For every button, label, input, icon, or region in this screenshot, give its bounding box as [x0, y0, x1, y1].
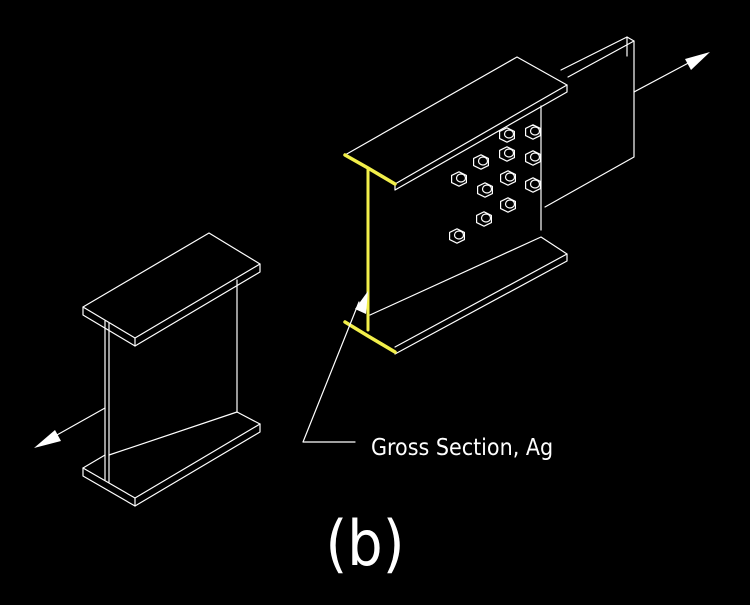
bolt-head — [524, 124, 542, 140]
left-tension-arrow — [34, 407, 106, 448]
splice-plate — [544, 36, 635, 208]
gross-section-highlight — [343, 153, 397, 354]
right-beam-bottom-flange — [369, 236, 568, 355]
left-beam-top-flange — [82, 232, 261, 347]
bolt-head — [499, 146, 516, 162]
gross-section-leader — [302, 291, 368, 443]
bolt-head — [451, 171, 467, 187]
right-beam-top-flange — [344, 56, 568, 231]
bolt-head — [477, 182, 493, 198]
figure-label: (b) — [326, 507, 405, 580]
bolt-head — [500, 170, 517, 186]
bolt-head — [473, 154, 489, 170]
left-beam-bottom-flange — [82, 411, 261, 507]
bolt-head — [499, 127, 516, 143]
left-i-beam — [34, 232, 261, 507]
bolt-head — [476, 211, 492, 227]
bolt-group — [449, 124, 542, 244]
gross-section-label: Gross Section, Ag — [371, 435, 553, 461]
right-tension-arrow — [633, 52, 710, 93]
bolt-head — [524, 177, 542, 193]
bolt-head — [449, 228, 465, 244]
left-beam-web — [104, 279, 238, 483]
bolt-head — [500, 197, 517, 213]
bolt-head — [524, 150, 542, 166]
right-i-beam — [343, 36, 710, 355]
